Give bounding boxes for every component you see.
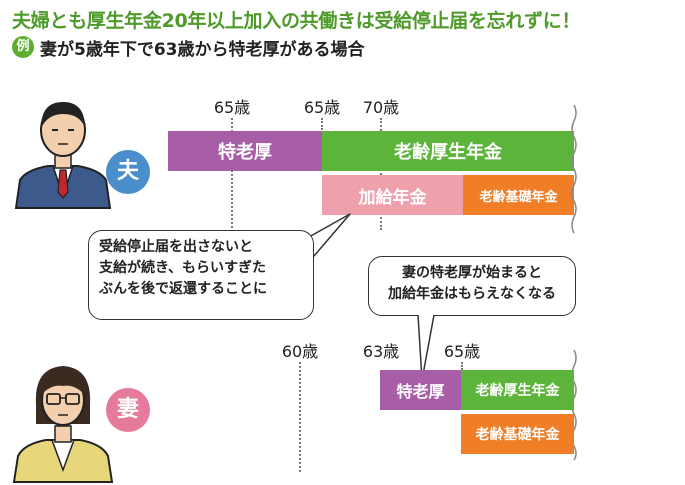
wife-illustration [12,366,114,483]
husband-tokuroko-bar: 特老厚 [168,131,322,171]
example-badge: 例 [12,36,34,58]
wife-kiso-bar: 老齢基礎年金 [461,414,574,454]
example-text: 妻が5歳年下で63歳から特老厚がある場合 [40,40,365,60]
right-callout: 妻の特老厚が始まると 加給年金はもらえなくなる [368,256,576,316]
husband-kakyu-bar: 加給年金 [322,175,463,215]
wife-tick-label: 63歳 [362,342,400,361]
wife-label: 妻 [106,388,150,432]
wife-tick-label: 65歳 [443,342,481,361]
husband-wavy-edge [571,104,577,234]
husband-guide-line [231,118,233,236]
page-title: 夫婦とも厚生年金20年以上加入の共働きは受給停止届を忘れずに！ [12,10,581,32]
husband-illustration [14,102,112,209]
right-callout-line: 加給年金はもらえなくなる [388,286,556,302]
wife-tick-label: 60歳 [281,342,319,361]
husband-kousei-bar: 老齢厚生年金 [322,131,574,171]
right-callout-line: 妻の特老厚が始まると [402,265,542,281]
tail-seam-cover [298,240,312,258]
husband-tick-label: 65歳 [303,98,341,117]
left-callout-line: 受給停止届を出さないと [99,239,253,255]
wife-guide-line [299,362,301,472]
wife-guide-line [461,362,463,370]
left-callout: 受給停止届を出さないと 支給が続き、もらいすぎた ぶんを後で返還することに [88,230,314,320]
husband-guide-line [321,118,323,130]
husband-label: 夫 [106,150,150,194]
right-tail-seam-cover [419,313,433,317]
husband-tick-label: 65歳 [213,98,251,117]
wife-kousei-bar: 老齢厚生年金 [461,370,574,410]
wife-tokuroko-bar: 特老厚 [380,370,461,410]
left-callout-line: ぶんを後で返還することに [99,281,267,297]
left-callout-line: 支給が続き、もらいすぎた [99,260,267,276]
husband-kiso-bar: 老齢基礎年金 [463,175,574,215]
husband-tick-label: 70歳 [362,98,400,117]
husband-guide-line [380,118,382,230]
